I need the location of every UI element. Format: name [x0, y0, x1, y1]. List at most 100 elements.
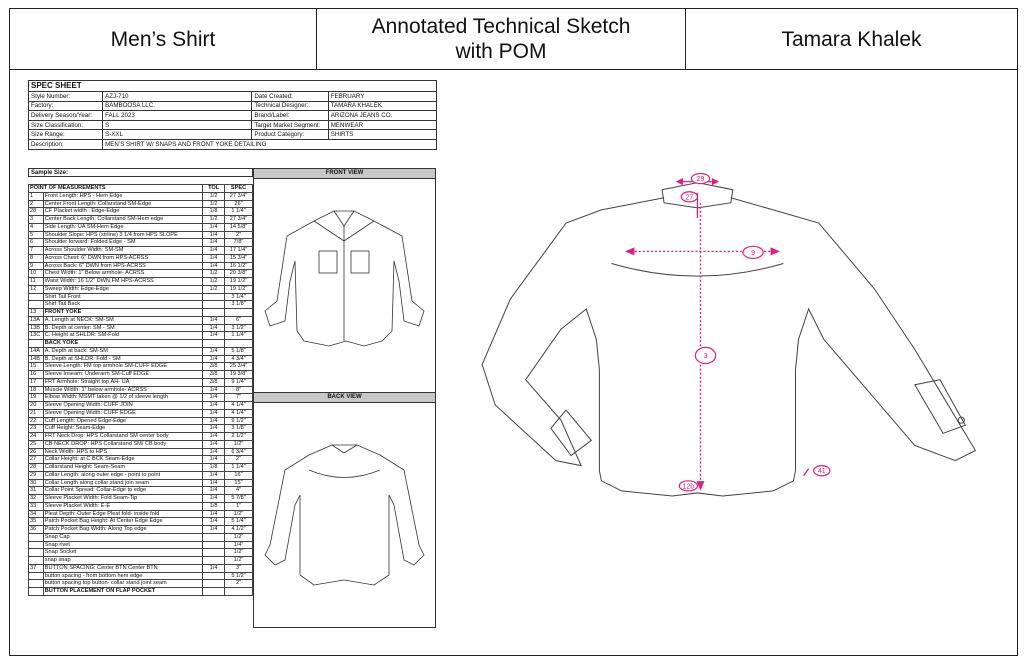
spec-info-row: Description:MEN’S SHIRT W/ SNAPS AND FRO… [27, 138, 437, 150]
pom-description: Chest Width: 1" Below armhole- ACRSS [42, 269, 204, 278]
spec-info-value: MENWEAR [327, 119, 438, 131]
spec-info-label: Brand/Label: [251, 110, 329, 121]
pom-spec: 27 3/4" [224, 191, 253, 201]
pom-spec: 2" [224, 455, 253, 464]
pom-spec: 2" [224, 230, 253, 240]
pom-tolerance: 3/8 [202, 370, 226, 379]
pom-id: 13C [28, 331, 44, 340]
pom-tolerance: 1/4 [202, 238, 226, 247]
pom-id: 10 [28, 269, 44, 278]
spec-info-value: SHIRTS [327, 129, 438, 140]
pom-spec: 4" [224, 486, 253, 495]
pom-spec: 4 3/4" [224, 354, 253, 364]
pom-description: Muscle Width: 1" below armhole- ACRSS [42, 385, 204, 395]
pom-tolerance [202, 300, 226, 309]
pom-tolerance: 3/8 [202, 362, 226, 371]
pom-spec: 8" [224, 385, 253, 395]
pom-spec: 17 1/4" [224, 246, 253, 255]
pom-id: 33 [28, 501, 44, 511]
pom-spec: 5 1/8" [224, 346, 253, 356]
pom-id: 17 [28, 377, 44, 387]
cuff-left [550, 409, 593, 457]
pom-spec: 1/4" [224, 540, 253, 550]
pom-description: CF Placket width : Edge-Edge [42, 207, 204, 216]
pom-id [28, 300, 44, 309]
pom-description: BUTTON SPACING: Center BTN Center BTN [42, 563, 204, 573]
pom-id: 30 [28, 478, 44, 488]
front-view-panel: FRONT VIEW [253, 168, 436, 394]
cuff-right [913, 379, 967, 434]
pom-29-text: 29 [697, 176, 705, 183]
pom-12b-badge [678, 480, 699, 492]
pom-id: 27 [28, 455, 44, 464]
spec-info-value: FEBRUARY [327, 91, 438, 102]
spec-info-label: Target Market Segment: [251, 119, 329, 131]
pom-29-badge [690, 172, 711, 185]
pom-id: 28 [28, 463, 44, 472]
pom-spec: 1/2" [224, 556, 253, 565]
pom-tolerance: 1/4 [202, 315, 226, 325]
back-yoke-seam [611, 262, 784, 277]
header-garment: Men’s Shirt [9, 8, 317, 70]
spec-info-value: S-XXL [102, 129, 253, 140]
spec-info-value: MEN’S SHIRT W/ SNAPS AND FRONT YOKE DETA… [102, 138, 437, 150]
pom-id [28, 587, 44, 596]
spec-info-row: Factory:BAMBOOSA LLC.Technical Designer:… [27, 100, 438, 112]
pom-tolerance [202, 339, 226, 348]
pom-tolerance: 1/4 [202, 261, 226, 271]
pom-tolerance: 1/4 [202, 230, 226, 240]
pom-tolerance: 1/4 [202, 470, 226, 480]
header-designer: Tamara Khalek [685, 8, 1018, 70]
pom-id: 5 [28, 230, 44, 240]
pom-description: Sleeve Opening Width: CUFF EDGE [42, 408, 204, 418]
pom-description: Front Length: HPS - Hem Edge [42, 191, 204, 201]
pom-description: Shoulder Slope: HPS (strline) 3 1/4 from… [42, 230, 204, 240]
pom-tolerance [202, 579, 226, 588]
spec-info-label: Delivery Season/Year: [27, 110, 104, 121]
pom-id: 22 [28, 416, 44, 426]
pom-row: button spacing top button- collar stand … [28, 579, 253, 588]
pom-description: Patch Pocket Bag Height: At Center Edge … [42, 517, 204, 526]
pom-9-badge [742, 245, 764, 260]
spec-info-value: ARIZONA JEANS CO. [327, 110, 438, 121]
pom-id: 26 [28, 447, 44, 457]
pom-tolerance: 1/4 [202, 494, 226, 503]
pom-spec: 15 3/4" [224, 253, 253, 263]
pom-id: 31 [28, 486, 44, 495]
pom-spec: 20 3/8" [224, 269, 253, 278]
pom-tolerance: 1/4 [202, 401, 226, 410]
pom-tolerance [202, 292, 226, 302]
pom-tolerance: 3/8 [202, 377, 226, 387]
pom-tolerance: 1/4 [202, 563, 226, 573]
pom-tolerance: 1/2 [202, 191, 226, 201]
back-shirt-sketch [264, 444, 425, 586]
pom-tolerance: 1/4 [202, 525, 226, 534]
pom-spec: 9 1/2" [224, 416, 253, 426]
pom-spec: 4 1/4" [224, 408, 253, 418]
pom-id [28, 292, 44, 302]
pom-description: Sleeve Opening Width: CUFF JOIN [42, 401, 204, 410]
pom-description: B. Depth at SHLDR: Fold - SM [42, 354, 204, 364]
pom-description: Sleeve Placket Width: E-E [42, 501, 204, 511]
pom-tolerance: 1/2 [202, 284, 226, 294]
pom-spec: 9 1/4" [224, 377, 253, 387]
pom-id: 37 [28, 563, 44, 573]
pom-id: 4 [28, 222, 44, 232]
pom-description: CB NECK DROP: HPS Collarstand SM/ CB bod… [42, 439, 204, 449]
